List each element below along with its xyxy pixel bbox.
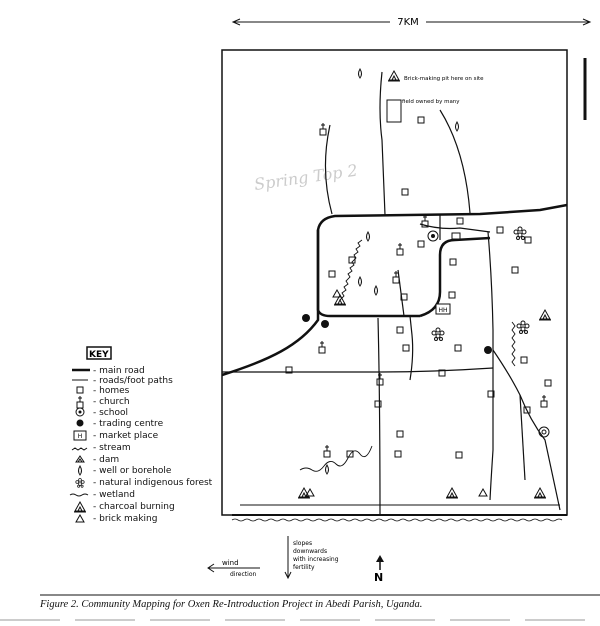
brick-making-icon (75, 514, 85, 523)
key-item-dam: - dam (93, 455, 119, 465)
key-item-stream: - stream (93, 443, 131, 453)
streams (299, 239, 516, 472)
stream-icon (71, 447, 88, 451)
trading-centre-icon (76, 419, 84, 427)
main-roads (221, 203, 568, 377)
slopes-line-4: fertility (293, 564, 315, 571)
north-arrow: N (374, 555, 384, 584)
wind-label-2: direction (230, 571, 256, 578)
homes-icon (76, 386, 84, 394)
foot-paths (222, 71, 561, 516)
key-item-homes: - homes (93, 386, 130, 396)
key-item-charcoal-burning: - charcoal burning (93, 502, 175, 512)
key-item-church: - church (93, 397, 130, 407)
wetland-icon (69, 493, 89, 497)
figure-caption: Figure 2. Community Mapping for Oxen Re-… (40, 599, 423, 610)
key-title: KEY (89, 350, 109, 360)
field-box (386, 99, 402, 123)
charcoal-burning-icon (73, 501, 87, 513)
slopes-line-2: downwards (293, 548, 327, 555)
key-item-market-place: - market place (93, 431, 159, 441)
map-key: KEY H - main road - roads/foot paths - h… (69, 346, 213, 524)
trading-centres (302, 314, 492, 354)
charcoal-burning-sites (297, 70, 552, 499)
brick-making-sites (305, 289, 488, 497)
scale-label: 7KM (397, 17, 419, 28)
slopes-line-1: slopes (293, 540, 312, 547)
key-item-well-or-borehole: - well or borehole (93, 466, 172, 476)
dam-icon (75, 455, 85, 463)
key-item-wetland: - wetland (93, 490, 135, 500)
well-or-borehole-icon (78, 465, 82, 476)
forests (431, 226, 530, 341)
market-place-icon: H (73, 430, 87, 441)
north-label: N (374, 571, 383, 584)
market-place: HH (435, 303, 451, 315)
school-symbol (427, 230, 439, 242)
wells (325, 68, 459, 475)
field-note: field owned by many (402, 99, 460, 105)
svg-text:HH: HH (438, 307, 447, 314)
brick-making-note: Brick-making pit here on site (404, 76, 484, 82)
church-icon (76, 395, 84, 409)
key-item-brick-making: - brick making (93, 514, 157, 524)
scale-bar: 7KM (231, 14, 592, 28)
wind-label-1: wind (222, 559, 239, 567)
wind-direction: wind direction (207, 559, 260, 578)
svg-text:H: H (78, 433, 83, 440)
market-shelter (451, 232, 461, 240)
natural-indigenous-forest-icon (75, 478, 85, 488)
key-item-main-road: - main road (93, 366, 145, 376)
school-icon (75, 407, 85, 417)
key-item-roads-foot-paths: - roads/foot paths (93, 376, 173, 386)
margin-scribble: Spring Top 2 (253, 161, 359, 194)
key-item-natural-indigenous-forest: - natural indigenous forest (93, 478, 213, 488)
key-item-trading-centre: - trading centre (93, 419, 164, 429)
key-item-school: - school (93, 408, 128, 418)
map-frame (221, 49, 568, 522)
slopes-line-3: with increasing (293, 556, 339, 563)
slope-annotation: slopes downwards with increasing fertili… (284, 536, 339, 580)
